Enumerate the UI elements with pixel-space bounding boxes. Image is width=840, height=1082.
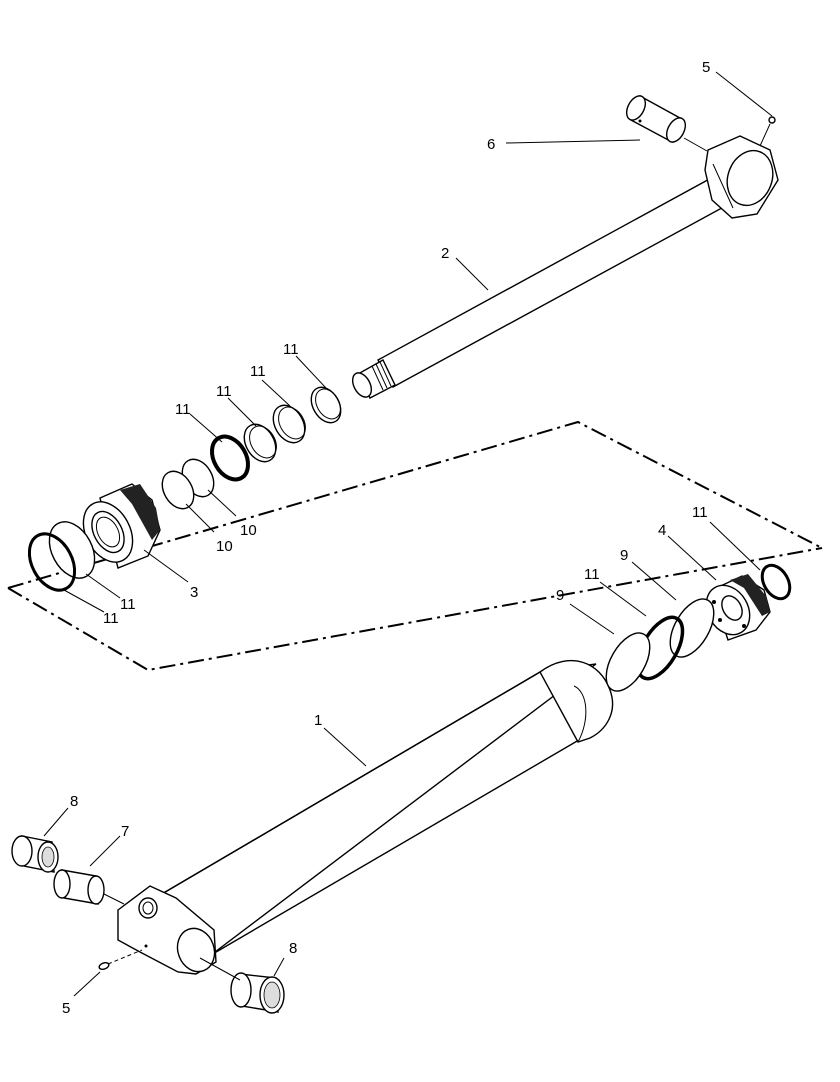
callout-9-b: 9: [556, 587, 564, 604]
callout-11-c: 11: [216, 383, 232, 400]
part-9-ring-b: [605, 632, 651, 692]
part-11-ring-f-thick: [27, 532, 77, 592]
callout-3: 3: [190, 584, 198, 601]
part-10-ring-b: [161, 470, 195, 510]
part-6-bushing: [625, 94, 708, 152]
seal-kit-boundary-lower: [7, 547, 823, 672]
part-11-ring-e: [48, 521, 96, 579]
part-11-ring-a: [310, 386, 342, 424]
callout-7: 7: [121, 823, 129, 840]
part-11-ring-g-thick: [760, 563, 792, 601]
part-11-ring-c: [243, 423, 277, 463]
callout-11-d: 11: [175, 401, 191, 418]
callout-9-a: 9: [620, 547, 628, 564]
callout-11-a: 11: [283, 341, 299, 358]
callout-5-bottom: 5: [62, 1000, 70, 1017]
part-2-piston-rod: [351, 116, 779, 399]
callout-8-a: 8: [70, 793, 78, 810]
callout-2: 2: [441, 245, 449, 262]
callout-4: 4: [658, 522, 666, 539]
part-8-bushing-right: [199, 957, 285, 1014]
callout-1: 1: [314, 712, 322, 729]
part-8-bushing-left: [11, 835, 59, 873]
callout-8-b: 8: [289, 940, 297, 957]
callout-10-a: 10: [240, 522, 257, 539]
callout-5-top: 5: [702, 59, 710, 76]
part-11-ring-d-thick: [209, 434, 251, 482]
callout-11-b: 11: [250, 363, 266, 380]
callout-11-g: 11: [692, 504, 708, 521]
callout-10-b: 10: [216, 538, 233, 555]
part-1-cylinder-barrel: [117, 660, 614, 975]
seal-kit-boundary: [7, 420, 823, 589]
part-4-gland: [705, 574, 771, 641]
callout-11-e: 11: [120, 596, 136, 613]
callout-6: 6: [487, 136, 495, 153]
part-7-bushing: [53, 869, 125, 905]
part-11-ring-b: [272, 404, 306, 444]
part-3-piston: [82, 483, 161, 569]
callout-11-f: 11: [103, 610, 119, 627]
callout-11-h: 11: [584, 566, 600, 583]
part-5-grease-fitting-bottom: [98, 949, 143, 970]
leader-lines: [43, 71, 773, 997]
